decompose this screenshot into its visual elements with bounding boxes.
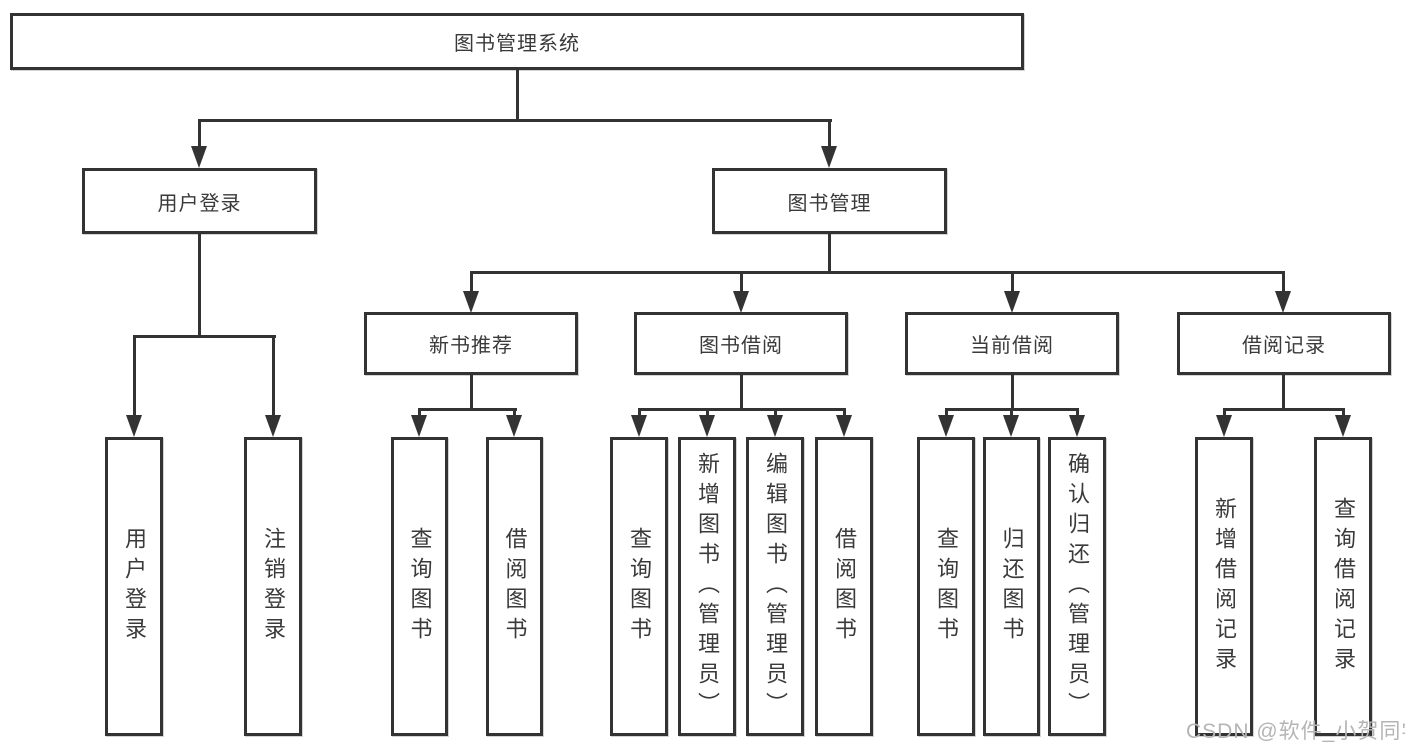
leaf-user-login-label: 用户登录 (122, 526, 147, 647)
connector (843, 408, 846, 418)
connector (198, 119, 832, 122)
leaf-borrow-books-1: 借阅图书 (486, 437, 543, 736)
leaf-edit-books-admin-label: 编辑图书（管理员） (763, 451, 788, 722)
node-book-management-label: 图书管理 (787, 192, 872, 215)
connector (418, 408, 421, 418)
connector (828, 234, 831, 274)
arrow-down-icon (733, 291, 749, 313)
arrow-down-icon (1275, 291, 1291, 313)
arrow-down-icon (836, 415, 852, 437)
node-root: 图书管理系统 (10, 13, 1024, 70)
csdn-watermark: CSDN @软件_小贺同学 (1186, 720, 1405, 743)
connector (513, 408, 516, 418)
arrow-down-icon (463, 291, 479, 313)
leaf-add-borrow-record-label: 新增借阅记录 (1212, 496, 1237, 677)
arrow-down-icon (767, 415, 783, 437)
arrow-down-icon (1216, 415, 1232, 437)
node-book-management: 图书管理 (712, 168, 947, 234)
arrow-down-icon (938, 415, 954, 437)
arrow-down-icon (1335, 415, 1351, 437)
leaf-query-books-3-label: 查询图书 (934, 526, 959, 647)
leaf-borrow-books-2: 借阅图书 (815, 437, 873, 736)
connector (418, 408, 517, 411)
connector (470, 375, 473, 411)
leaf-logout-label: 注销登录 (261, 526, 286, 647)
connector (1223, 408, 1226, 418)
leaf-query-borrow-record: 查询借阅记录 (1314, 437, 1372, 736)
arrow-down-icon (191, 146, 207, 168)
arrow-down-icon (126, 415, 142, 437)
connector (470, 271, 473, 293)
connector (1282, 375, 1285, 411)
arrow-down-icon (265, 415, 281, 437)
connector (740, 271, 743, 293)
node-borrow-records: 借阅记录 (1177, 312, 1391, 375)
node-user-login-label: 用户登录 (157, 192, 242, 215)
connector (1011, 375, 1014, 411)
connector (1282, 271, 1285, 293)
leaf-query-books-2-label: 查询图书 (627, 526, 652, 647)
connector (1011, 271, 1014, 293)
leaf-user-login: 用户登录 (105, 437, 163, 736)
connector (198, 234, 201, 338)
arrow-down-icon (506, 415, 522, 437)
node-current-borrow: 当前借阅 (905, 312, 1119, 375)
leaf-add-books-admin: 新增图书（管理员） (678, 437, 736, 736)
connector (828, 119, 831, 149)
leaf-query-books-1: 查询图书 (391, 437, 448, 736)
leaf-confirm-return-admin: 确认归还（管理员） (1048, 437, 1106, 736)
arrow-down-icon (631, 415, 647, 437)
leaf-logout: 注销登录 (244, 437, 302, 736)
node-current-borrow-label: 当前借阅 (970, 335, 1054, 357)
arrow-down-icon (411, 415, 427, 437)
connector (133, 335, 136, 417)
connector (740, 375, 743, 411)
leaf-return-books-label: 归还图书 (999, 526, 1025, 647)
connector (706, 408, 709, 418)
leaf-borrow-books-1-label: 借阅图书 (502, 526, 528, 647)
connector (198, 119, 201, 149)
connector (133, 335, 276, 338)
connector (516, 70, 519, 122)
connector (1223, 408, 1345, 411)
connector (272, 335, 275, 417)
connector (638, 408, 641, 418)
leaf-add-borrow-record: 新增借阅记录 (1195, 437, 1253, 736)
connector (470, 271, 1284, 274)
leaf-confirm-return-admin-label: 确认归还（管理员） (1065, 451, 1090, 722)
leaf-query-books-3: 查询图书 (917, 437, 975, 736)
connector (1342, 408, 1345, 418)
leaf-return-books: 归还图书 (983, 437, 1040, 736)
leaf-borrow-books-2-label: 借阅图书 (832, 526, 857, 647)
arrow-down-icon (1004, 291, 1020, 313)
connector (1076, 408, 1079, 418)
connector (945, 408, 948, 418)
connector (774, 408, 777, 418)
node-user-login: 用户登录 (82, 168, 317, 234)
arrow-down-icon (699, 415, 715, 437)
leaf-query-books-1-label: 查询图书 (407, 526, 433, 647)
leaf-query-borrow-record-label: 查询借阅记录 (1331, 496, 1356, 677)
leaf-query-books-2: 查询图书 (610, 437, 668, 736)
node-borrow-records-label: 借阅记录 (1242, 335, 1326, 357)
node-book-borrow: 图书借阅 (634, 312, 848, 375)
connector (638, 408, 846, 411)
node-new-book-recommend: 新书推荐 (364, 312, 578, 375)
leaf-add-books-admin-label: 新增图书（管理员） (695, 451, 720, 722)
connector (1010, 408, 1013, 418)
arrow-down-icon (821, 146, 837, 168)
leaf-edit-books-admin: 编辑图书（管理员） (746, 437, 804, 736)
arrow-down-icon (1069, 415, 1085, 437)
node-new-book-recommend-label: 新书推荐 (429, 335, 513, 357)
arrow-down-icon (1003, 415, 1019, 437)
node-book-borrow-label: 图书借阅 (699, 335, 783, 357)
node-root-label: 图书管理系统 (454, 33, 580, 55)
